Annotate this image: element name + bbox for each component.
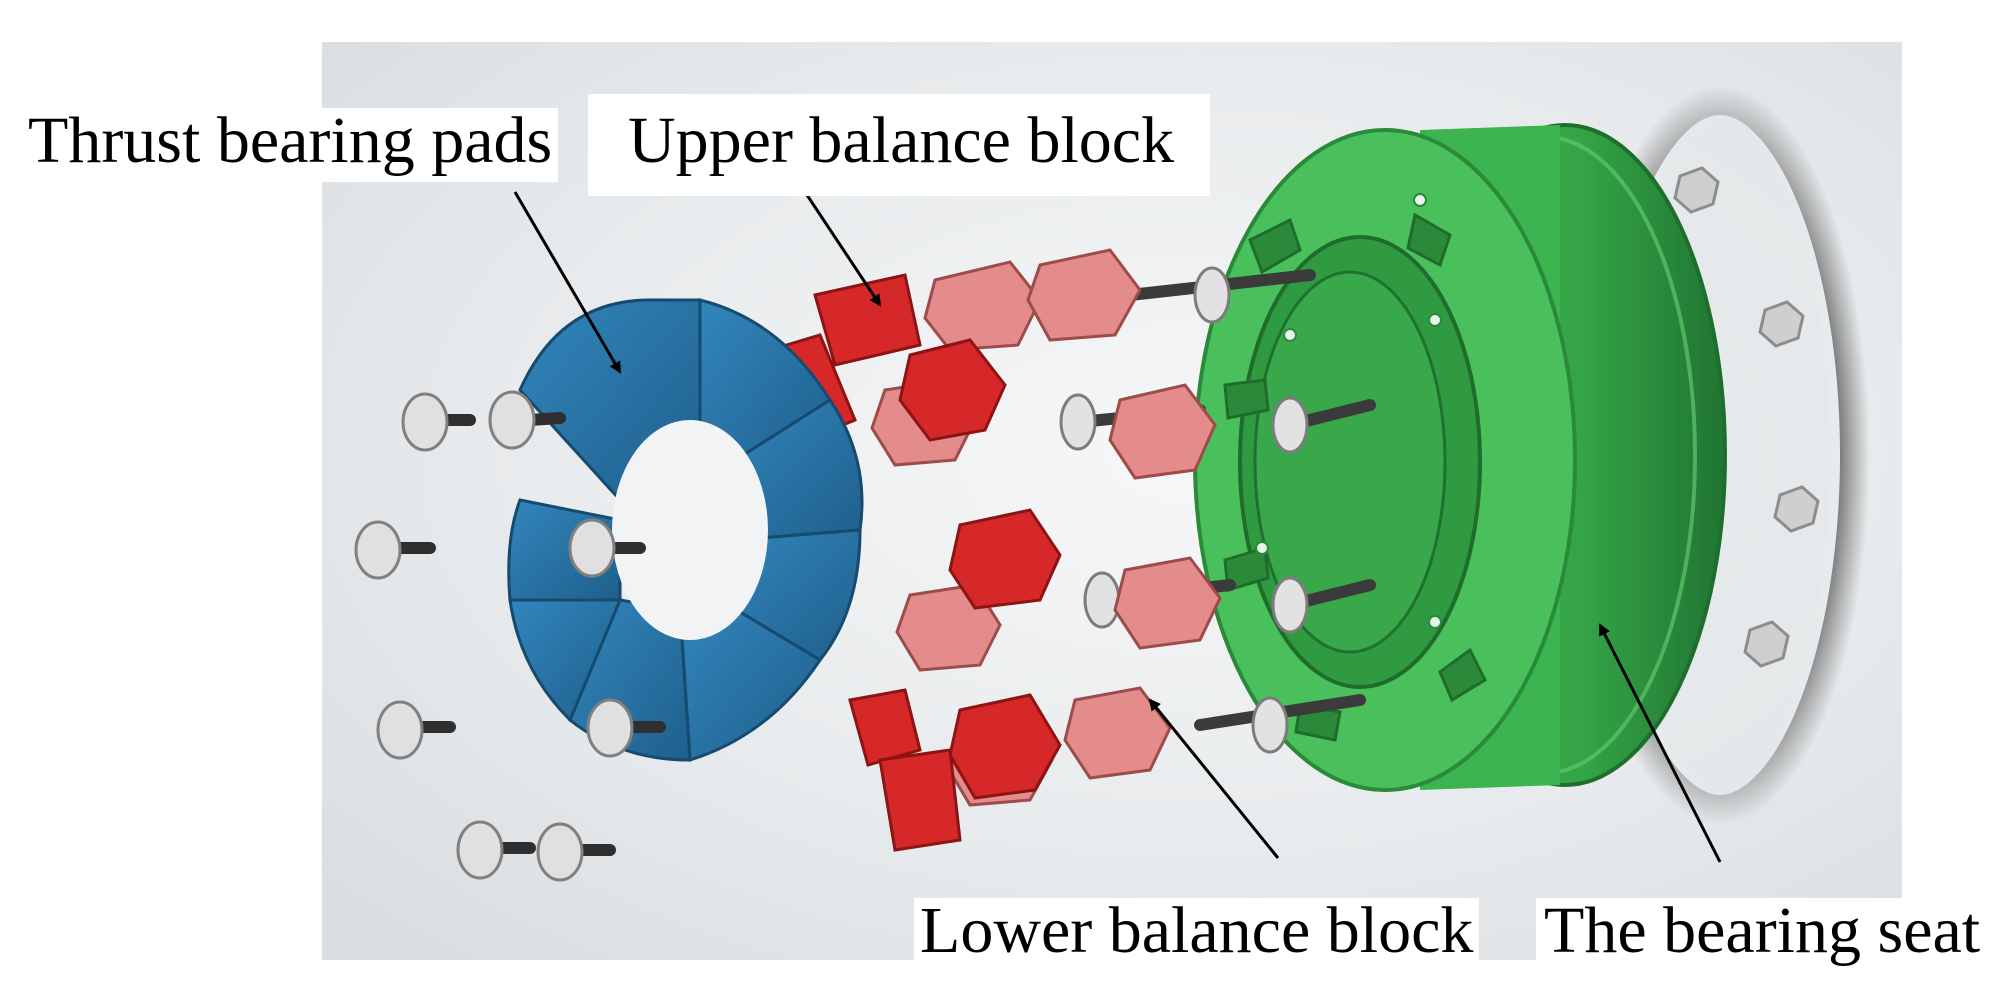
arrow-upper-balance xyxy=(803,191,882,307)
pad-screws xyxy=(354,390,666,882)
arrow-thrust-pads xyxy=(513,191,622,374)
label-lower-balance-block: Lower balance block xyxy=(914,898,1480,970)
arrow-lower-balance xyxy=(1148,698,1280,859)
arrow-bearing-seat xyxy=(1598,623,1722,863)
lower-balance-blocks xyxy=(870,248,1222,807)
label-bearing-seat: The bearing seat xyxy=(1536,898,1989,970)
leader-arrows xyxy=(513,191,1722,863)
pad-ring-bore xyxy=(612,420,768,640)
bearing-seat xyxy=(1193,123,1727,792)
label-upper-balance-block: Upper balance block xyxy=(588,94,1211,196)
stud-heads xyxy=(1059,266,1309,754)
label-thrust-bearing-pads: Thrust bearing pads xyxy=(28,108,559,182)
